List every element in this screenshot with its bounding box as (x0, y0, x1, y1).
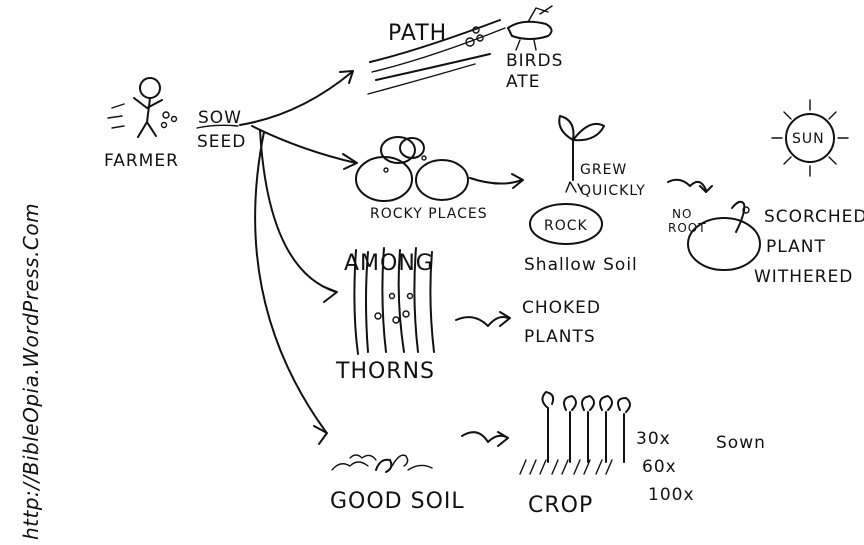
good-soil-icon (332, 455, 432, 472)
scorched-line1: SCORCHED (764, 207, 864, 227)
path-result-line2: ATE (506, 72, 540, 92)
arrow-to-rocky (252, 126, 356, 163)
rocky-arrow (470, 178, 522, 184)
arrow-to-thorns-head (322, 286, 337, 302)
rock-label: ROCK (544, 218, 588, 234)
thorns-arrow-head (500, 312, 510, 326)
scorched-line3: WITHERED (754, 267, 853, 287)
yield-30: 30x (636, 429, 671, 449)
arrow-to-path (240, 72, 352, 125)
choked-line2: PLANTS (524, 327, 596, 347)
rocks-icon (356, 137, 468, 201)
farmer-label: FARMER (104, 151, 179, 171)
branch-arrows (240, 71, 357, 444)
withered-plant-icon (688, 202, 760, 270)
sown-label: Sown (716, 433, 766, 453)
rocky-title: ROCKY PLACES (370, 206, 488, 222)
thorns-title-bottom: THORNS (335, 359, 435, 384)
sun-label: SUN (792, 131, 825, 147)
arrow-to-good-head (314, 426, 327, 444)
choked-line1: CHOKED (522, 298, 601, 318)
watermark-text: http://BibleOpia.WordPress.Com (19, 203, 43, 540)
farmer-figure (108, 78, 177, 137)
to-scorched-squiggle (668, 180, 706, 190)
seed-label: SEED (197, 132, 246, 152)
path-result-line1: BIRDS (506, 51, 563, 71)
no-root-line1: NO (672, 207, 692, 221)
crop-label: CROP (528, 493, 593, 518)
crop-icon (520, 392, 630, 474)
good-arrow-head (498, 432, 508, 446)
grew-line2: QUICKLY (580, 183, 646, 199)
bird-icon (508, 6, 552, 50)
yield-60: 60x (642, 457, 677, 477)
shallow-soil-label: Shallow Soil (524, 255, 638, 275)
scorched-line2: PLANT (766, 237, 826, 257)
grew-line1: GREW (580, 162, 627, 178)
thorns-title-top: AMONG (344, 251, 434, 276)
yield-100: 100x (648, 485, 695, 505)
good-soil-label: GOOD SOIL (330, 489, 465, 514)
